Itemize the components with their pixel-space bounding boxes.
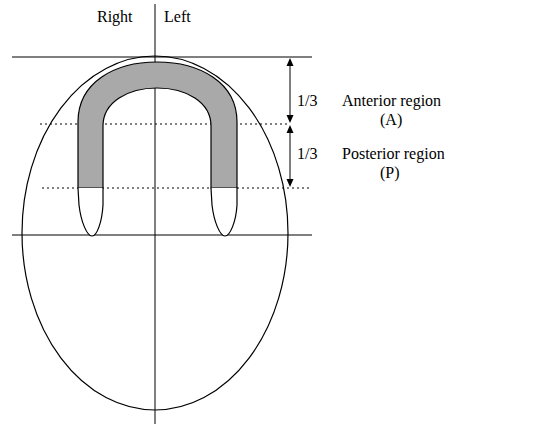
tail-region <box>211 188 237 236</box>
fraction-label: 1/3 <box>297 92 317 110</box>
arrowhead <box>287 115 294 123</box>
region-abbrev: (P) <box>380 164 400 182</box>
span-arrow <box>290 127 291 185</box>
span-arrow <box>290 60 291 121</box>
region-label: Anterior region <box>342 92 441 110</box>
arrowhead <box>287 179 294 187</box>
anterior-limit-line <box>12 57 312 58</box>
region-abbrev: (A) <box>380 111 402 129</box>
arrowhead <box>287 125 294 133</box>
region-label: Posterior region <box>342 145 445 163</box>
arrowhead <box>287 58 294 66</box>
posterior-limit-line <box>12 235 312 236</box>
tail-region <box>78 188 103 236</box>
side-label: Left <box>164 8 191 26</box>
fraction-label: 1/3 <box>297 145 317 163</box>
corpus-callosum <box>78 62 237 188</box>
side-label: Right <box>97 8 133 26</box>
